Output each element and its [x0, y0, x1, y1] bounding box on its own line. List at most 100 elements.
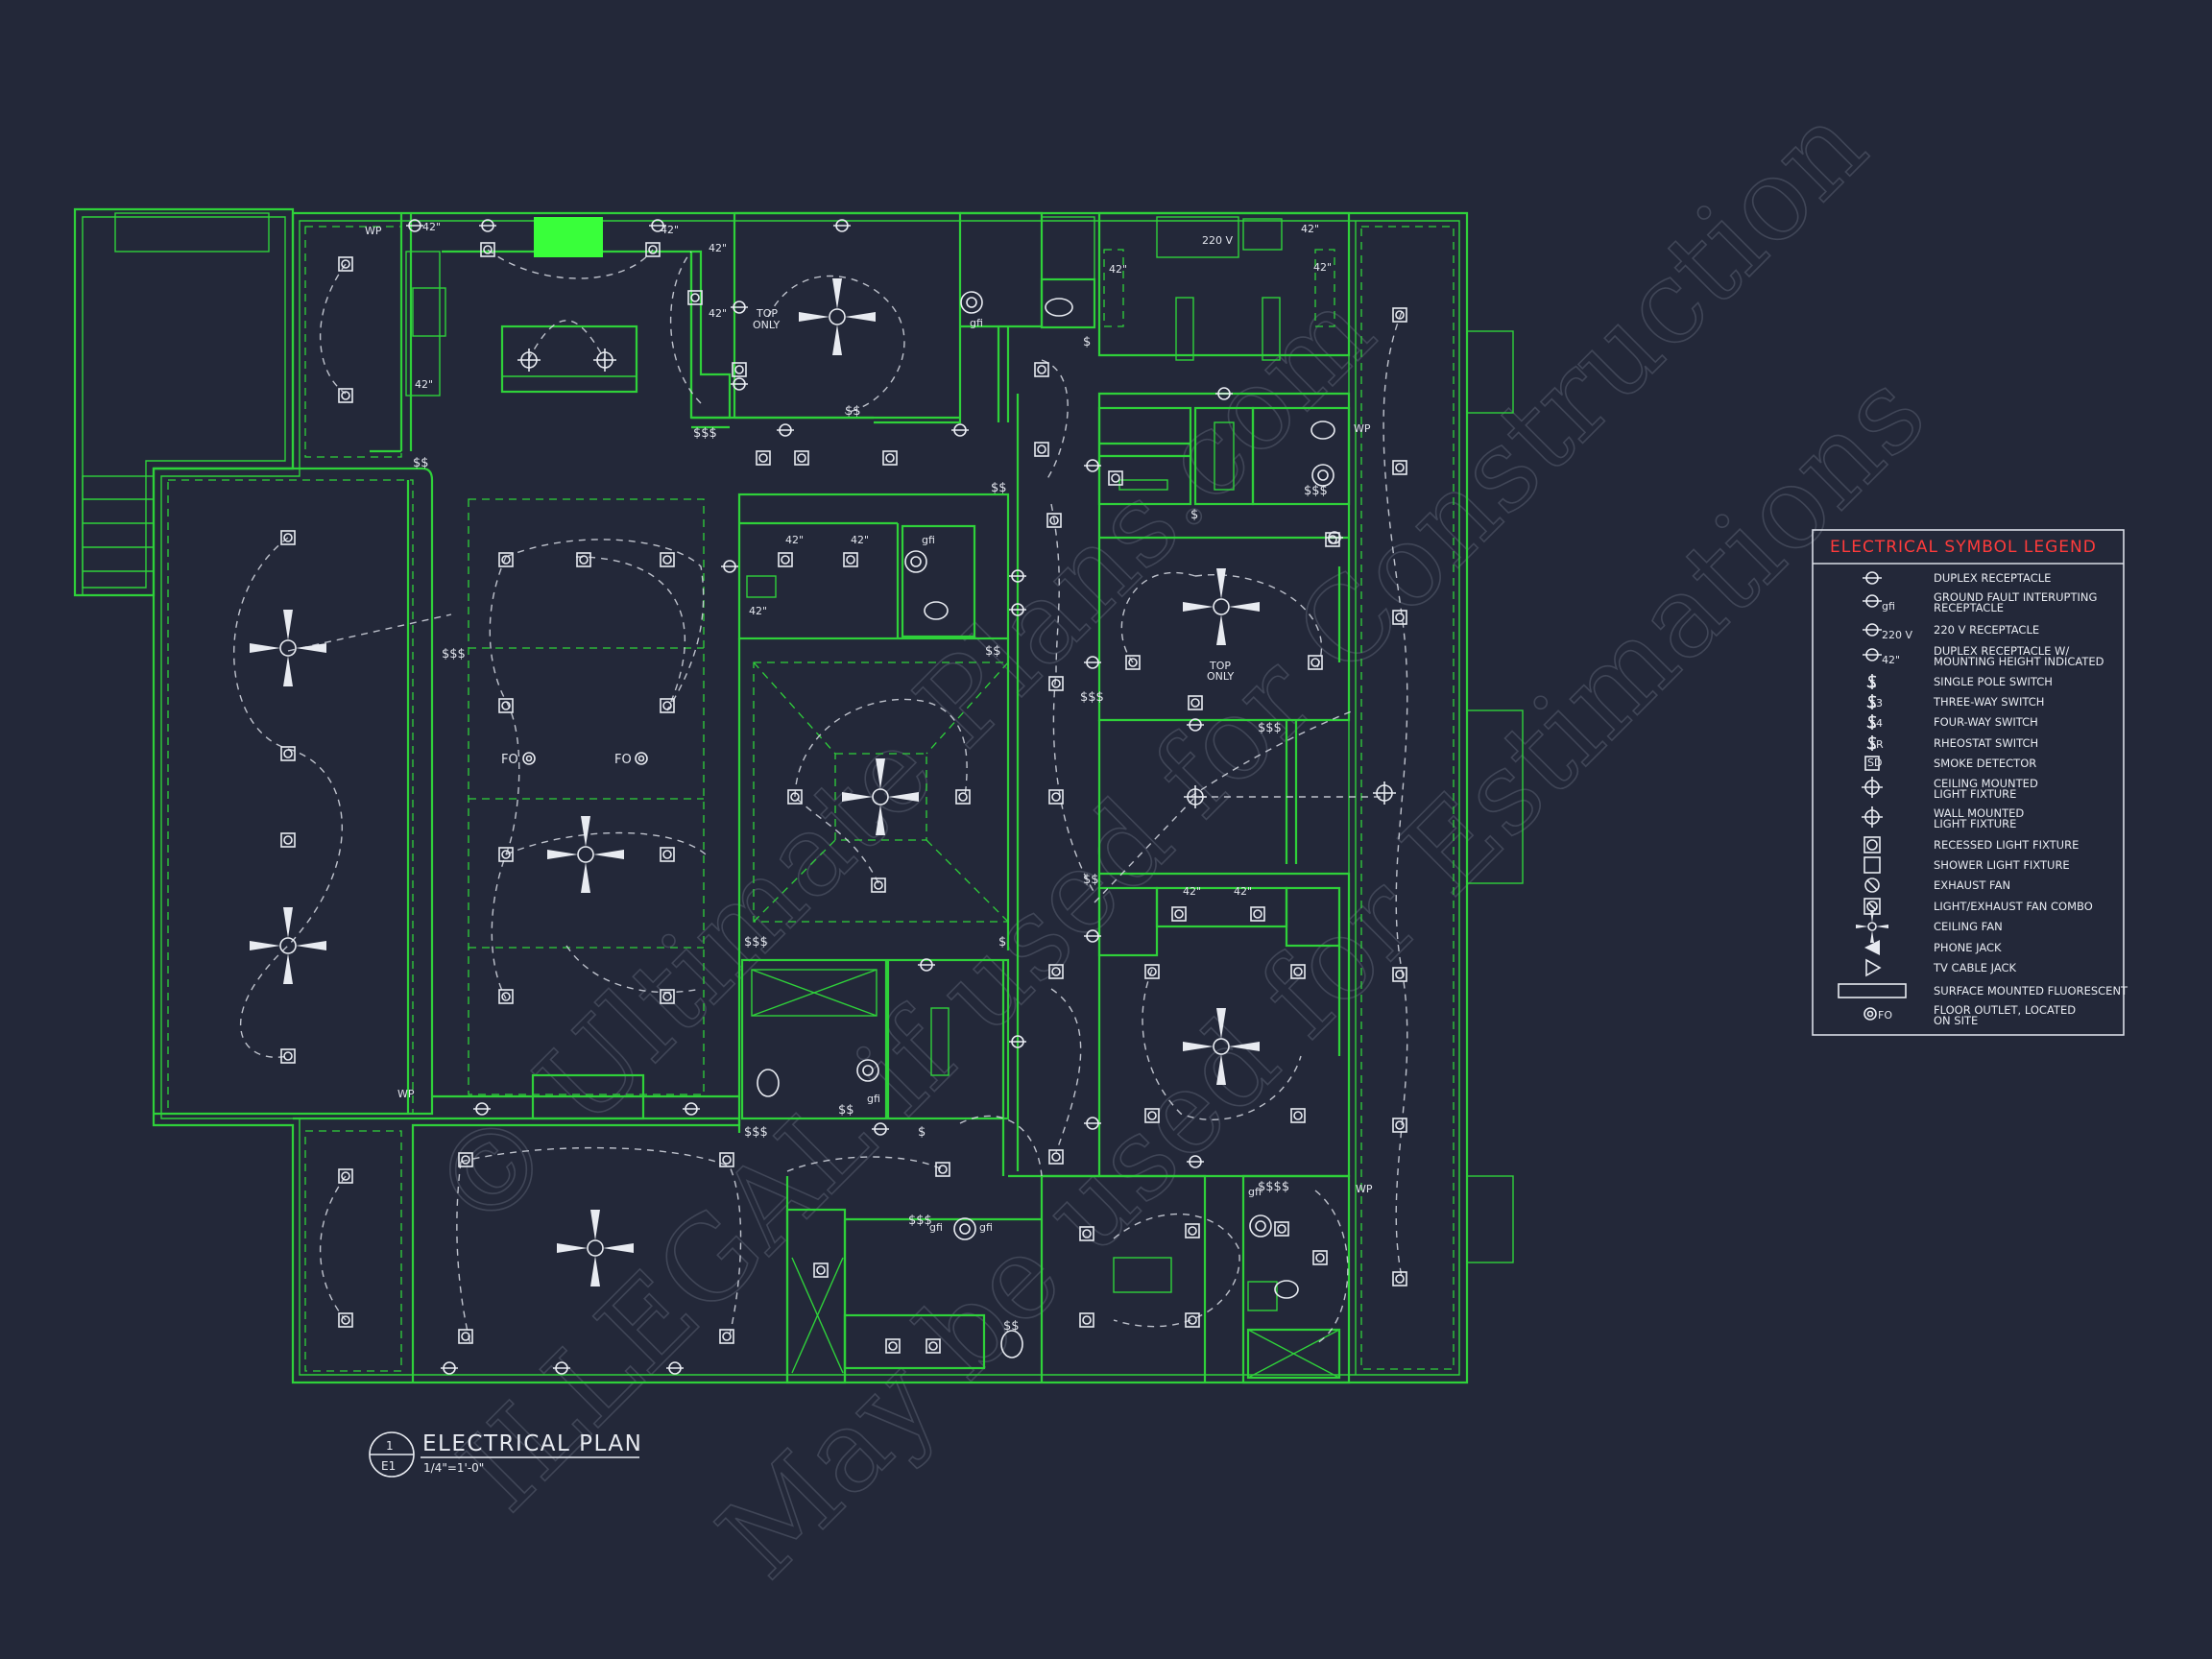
- wall-light-icons: [517, 349, 1396, 808]
- wp-label-1: WP: [365, 225, 382, 237]
- wp-label-2: WP: [397, 1088, 415, 1100]
- legend-label-three-way-switch: THREE-WAY SWITCH: [1933, 695, 2044, 709]
- gfi-label-4: gfi: [929, 1221, 943, 1234]
- switch-label-6: $: [1190, 508, 1198, 522]
- ceiling-fan-icon: [1856, 910, 1888, 943]
- receptacle-height-icon: [1863, 648, 1882, 661]
- three-way-switch-icon: [1866, 694, 1877, 709]
- legend-row-fluorescent: SURFACE MOUNTED FLUORESCENT: [1838, 983, 2128, 998]
- v220-label: 220 V: [1202, 234, 1233, 247]
- height-label-7: 42": [851, 534, 869, 546]
- legend-label-wall-light-line-2: LIGHT FIXTURE: [1934, 817, 2016, 830]
- height-label-8: 42": [749, 605, 767, 617]
- plan-title-block: 1 E1 ELECTRICAL PLAN 1/4"=1'-0": [369, 1431, 642, 1478]
- legend-label-floor-outlet: FLOOR OUTLET, LOCATED: [1934, 1003, 2076, 1017]
- legend-label-ceiling-light-line-2: LIGHT FIXTURE: [1934, 787, 2016, 801]
- top-only-note-4: ONLY: [1207, 670, 1235, 683]
- height-label-11: 42": [1313, 261, 1332, 274]
- ceiling-light-icon: [1862, 777, 1883, 798]
- legend-label-smoke-detector: SMOKE DETECTOR: [1934, 757, 2036, 770]
- legend-tag-smoke-detector: SD: [1867, 757, 1882, 769]
- shower-light-icon: [1863, 856, 1881, 874]
- switch-label-5: $: [1083, 335, 1091, 349]
- legend-label-fluorescent: SURFACE MOUNTED FLUORESCENT: [1934, 984, 2128, 998]
- switch-label-9: $$: [985, 644, 1001, 659]
- ceiling-fan-icons: [250, 278, 1260, 1286]
- deck-stairs: [82, 475, 155, 596]
- fluorescent-icon: [1838, 983, 1907, 998]
- legend-label-gfi-receptacle: GROUND FAULT INTERUPTING: [1934, 590, 2097, 604]
- legend-row-shower-light: SHOWER LIGHT FIXTURE: [1863, 856, 2070, 874]
- floor-outlet-label-1: FO: [501, 753, 518, 767]
- plan-scale: 1/4"=1'-0": [423, 1461, 484, 1475]
- height-label-5: 42": [415, 378, 433, 391]
- legend-row-rheostat-switch: $R RHEOSTAT SWITCH: [1866, 735, 2038, 751]
- legend-row-recessed-light: RECESSED LIGHT FIXTURE: [1863, 836, 2079, 854]
- wp-label-4: WP: [1356, 1183, 1373, 1195]
- legend-row-duplex-receptacle: DUPLEX RECEPTACLE: [1863, 571, 2051, 585]
- legend-row-receptacle-height: 42"DUPLEX RECEPTACLE W/MOUNTING HEIGHT I…: [1863, 644, 2104, 668]
- legend-label-gfi-receptacle-line-2: RECEPTACLE: [1934, 601, 2004, 614]
- legend-label-tv-jack: TV CABLE JACK: [1933, 961, 2017, 974]
- legend-row-single-pole-switch: $ SINGLE POLE SWITCH: [1866, 674, 2053, 689]
- legend-tag-single-pole-switch: $: [1869, 677, 1876, 689]
- legend-label-four-way-switch: FOUR-WAY SWITCH: [1934, 715, 2038, 729]
- single-pole-switch-icon: [1866, 674, 1877, 689]
- height-label-9: 42": [1109, 263, 1127, 276]
- legend-tag-rheostat-switch: $R: [1869, 738, 1884, 751]
- floor-plan-walls: [73, 207, 1524, 1384]
- height-label-4: 42": [709, 307, 727, 320]
- legend-label-floor-outlet-line-2: ON SITE: [1934, 1014, 1978, 1027]
- watermark-line-2: ILLEGAL if used for Construction: [434, 79, 1890, 1535]
- top-only-note-3: TOP: [1209, 660, 1231, 672]
- duplex-receptacle-icon: [1863, 571, 1882, 585]
- height-label-6: 42": [785, 534, 804, 546]
- electrical-symbol-legend: ELECTRICAL SYMBOL LEGEND DUPLEX RECEPTAC…: [1812, 529, 2128, 1036]
- legend-rows: DUPLEX RECEPTACLE gfi GROUND FAULT INTERUP…: [1838, 571, 2128, 1027]
- gfi-label-1: gfi: [970, 317, 983, 329]
- circuit-wiring: [233, 249, 1408, 1345]
- floor-outlet-label-2: FO: [614, 753, 632, 767]
- legend-tag-receptacle-height: 42": [1882, 654, 1900, 666]
- legend-row-four-way-switch: $4 FOUR-WAY SWITCH: [1866, 714, 2038, 730]
- legend-label-ceiling-light: CEILING MOUNTED: [1934, 777, 2038, 790]
- four-way-switch-icon: [1866, 714, 1877, 730]
- legend-label-rheostat-switch: RHEOSTAT SWITCH: [1934, 736, 2038, 750]
- legend-tag-gfi-receptacle: gfi: [1882, 600, 1895, 613]
- legend-row-ceiling-fan: CEILING FAN: [1856, 910, 2003, 943]
- legend-row-exhaust-fan: EXHAUST FAN: [1864, 878, 2010, 893]
- legend-tag-four-way-switch: $4: [1869, 717, 1883, 730]
- switch-label-2: $$$: [693, 426, 717, 441]
- legend-label-phone-jack: PHONE JACK: [1934, 941, 2002, 954]
- plan-annotations: TOP ONLY TOP ONLY FO FO 220 V WP WP WP W…: [365, 221, 1373, 1334]
- sheet-id: E1: [381, 1459, 396, 1473]
- 220v-receptacle-icon: [1863, 623, 1882, 637]
- floor-outlet-icon: [1863, 1007, 1877, 1021]
- legend-label-single-pole-switch: SINGLE POLE SWITCH: [1934, 675, 2053, 688]
- legend-label-duplex-receptacle: DUPLEX RECEPTACLE: [1934, 571, 2051, 585]
- phone-jack-icon: [1864, 940, 1880, 955]
- rheostat-switch-icon: [1866, 735, 1877, 751]
- gfi-label-5: gfi: [979, 1221, 993, 1234]
- duplex-receptacle-icons: [406, 219, 1343, 1375]
- legend-row-smoke-detector: SD SMOKE DETECTOR: [1864, 756, 2036, 771]
- switch-label-16: $$: [838, 1103, 854, 1118]
- switch-label-4: $$: [991, 481, 1007, 495]
- switch-label-13: $$$: [744, 935, 768, 950]
- plan-title: ELECTRICAL PLAN: [422, 1431, 642, 1456]
- switch-label-20: $$: [1003, 1319, 1020, 1334]
- legend-label-ceiling-fan: CEILING FAN: [1934, 920, 2003, 933]
- switch-label-18: $$$: [908, 1214, 932, 1228]
- switch-label-17: $: [918, 1125, 926, 1140]
- legend-label-wall-light: WALL MOUNTED: [1934, 806, 2024, 820]
- switch-label-11: $$$: [1258, 721, 1282, 735]
- tv-jack-icon: [1865, 958, 1882, 977]
- wp-label-3: WP: [1354, 422, 1371, 435]
- range-hood-highlight: [534, 217, 603, 257]
- height-label-3: 42": [709, 242, 727, 254]
